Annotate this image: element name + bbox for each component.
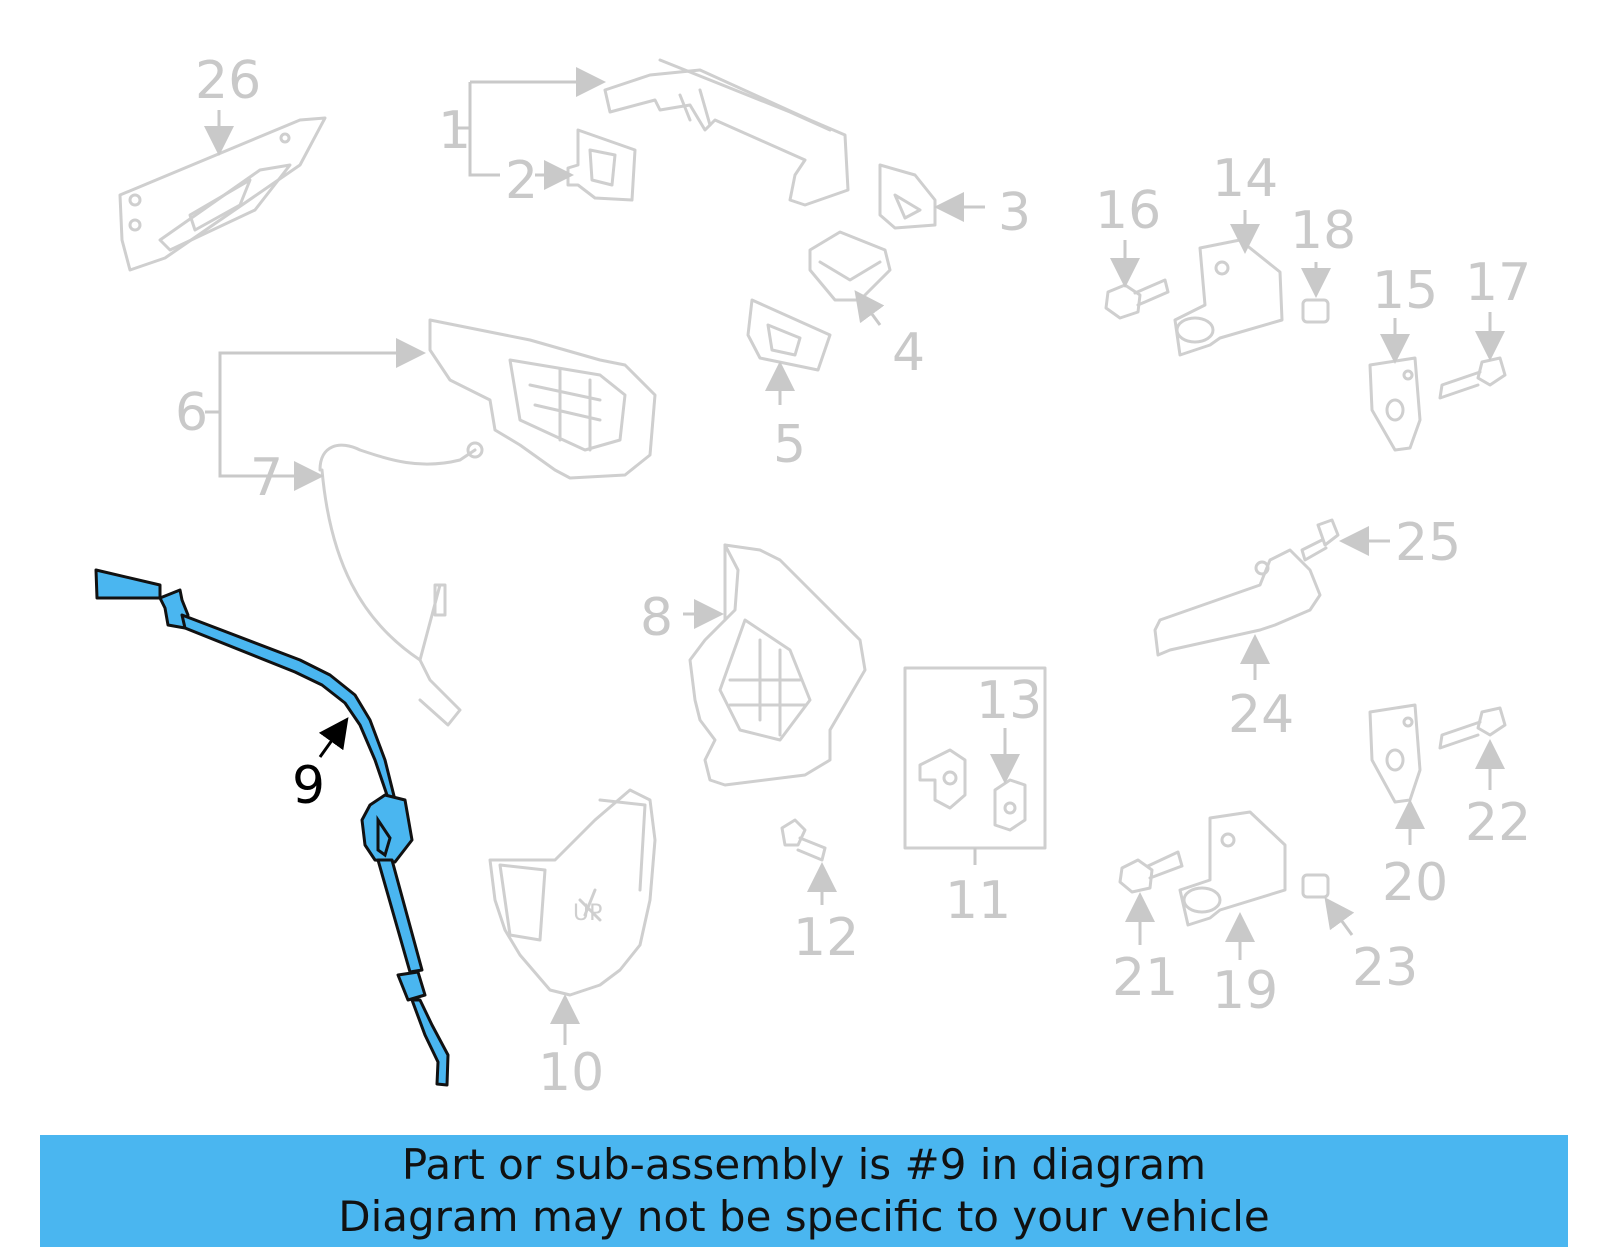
- svg-text:UP: UP: [573, 901, 602, 926]
- callout-25: 25: [1395, 513, 1461, 573]
- callout-12: 12: [793, 908, 859, 968]
- part-25-screw: [1300, 518, 1390, 562]
- callout-3: 3: [998, 183, 1031, 243]
- callout-labels: 1 2 3 4 5 6 7 8 9 10 11 12 13 14 15 16 1…: [175, 51, 1531, 1103]
- callout-7: 7: [250, 448, 283, 508]
- part-13-clip: [990, 728, 1027, 832]
- part-7-inner-cable: [285, 441, 484, 727]
- part-12-screw: [780, 818, 837, 905]
- callout-8: 8: [640, 588, 673, 648]
- part-15-plate: [1368, 318, 1422, 452]
- callout-13: 13: [976, 671, 1042, 731]
- part-2-handle-bracket: [535, 128, 637, 202]
- part-20-plate: [1368, 703, 1425, 845]
- callout-18: 18: [1290, 201, 1356, 261]
- part-1-exterior-handle: [455, 58, 850, 207]
- callout-22: 22: [1465, 793, 1531, 853]
- part-11-clip-kit: [903, 666, 1047, 865]
- part-3-cap: [878, 163, 985, 230]
- part-14-hinge: [1173, 210, 1284, 357]
- part-9-outside-handle-cable: [94, 568, 450, 1087]
- callout-19: 19: [1212, 961, 1278, 1021]
- callout-16: 16: [1095, 181, 1161, 241]
- part-26-interior-handle: [118, 110, 327, 272]
- part-18-bushing: [1301, 262, 1331, 324]
- banner-line-part: Part or sub-assembly is #9 in diagram: [401, 1140, 1207, 1189]
- banner-line-disclaimer: Diagram may not be specific to your vehi…: [338, 1192, 1270, 1241]
- part-6-latch-assembly: [205, 318, 657, 480]
- callout-2: 2: [505, 151, 538, 211]
- part-10-latch-shield: UP: [488, 788, 657, 1045]
- callout-24: 24: [1228, 685, 1294, 745]
- part-8-door-latch: [683, 543, 867, 787]
- callout-4: 4: [892, 323, 925, 383]
- part-19-hinge: [1178, 810, 1287, 960]
- part-23-bushing: [1301, 873, 1355, 936]
- part-4-cylinder-housing: [808, 230, 892, 326]
- callout-23: 23: [1352, 938, 1418, 998]
- info-banner: Part or sub-assembly is #9 in diagram Di…: [40, 1135, 1568, 1247]
- part-16-bolt: [1104, 240, 1170, 320]
- part-5-gasket: [746, 298, 832, 405]
- part-21-bolt: [1118, 850, 1184, 945]
- callout-11: 11: [945, 871, 1011, 931]
- callout-9: 9: [292, 756, 325, 816]
- callout-20: 20: [1382, 853, 1448, 913]
- callout-1: 1: [438, 101, 471, 161]
- callout-26: 26: [195, 51, 261, 111]
- callout-5: 5: [773, 415, 806, 475]
- callout-14: 14: [1212, 149, 1278, 209]
- part-17-bolt: [1438, 312, 1507, 400]
- callout-15: 15: [1372, 261, 1438, 321]
- part-22-bolt: [1438, 706, 1507, 790]
- callout-6: 6: [175, 383, 208, 443]
- callout-17: 17: [1465, 253, 1531, 313]
- callout-21: 21: [1112, 948, 1178, 1008]
- callout-10: 10: [538, 1043, 604, 1103]
- part-24-door-check: [1153, 548, 1322, 680]
